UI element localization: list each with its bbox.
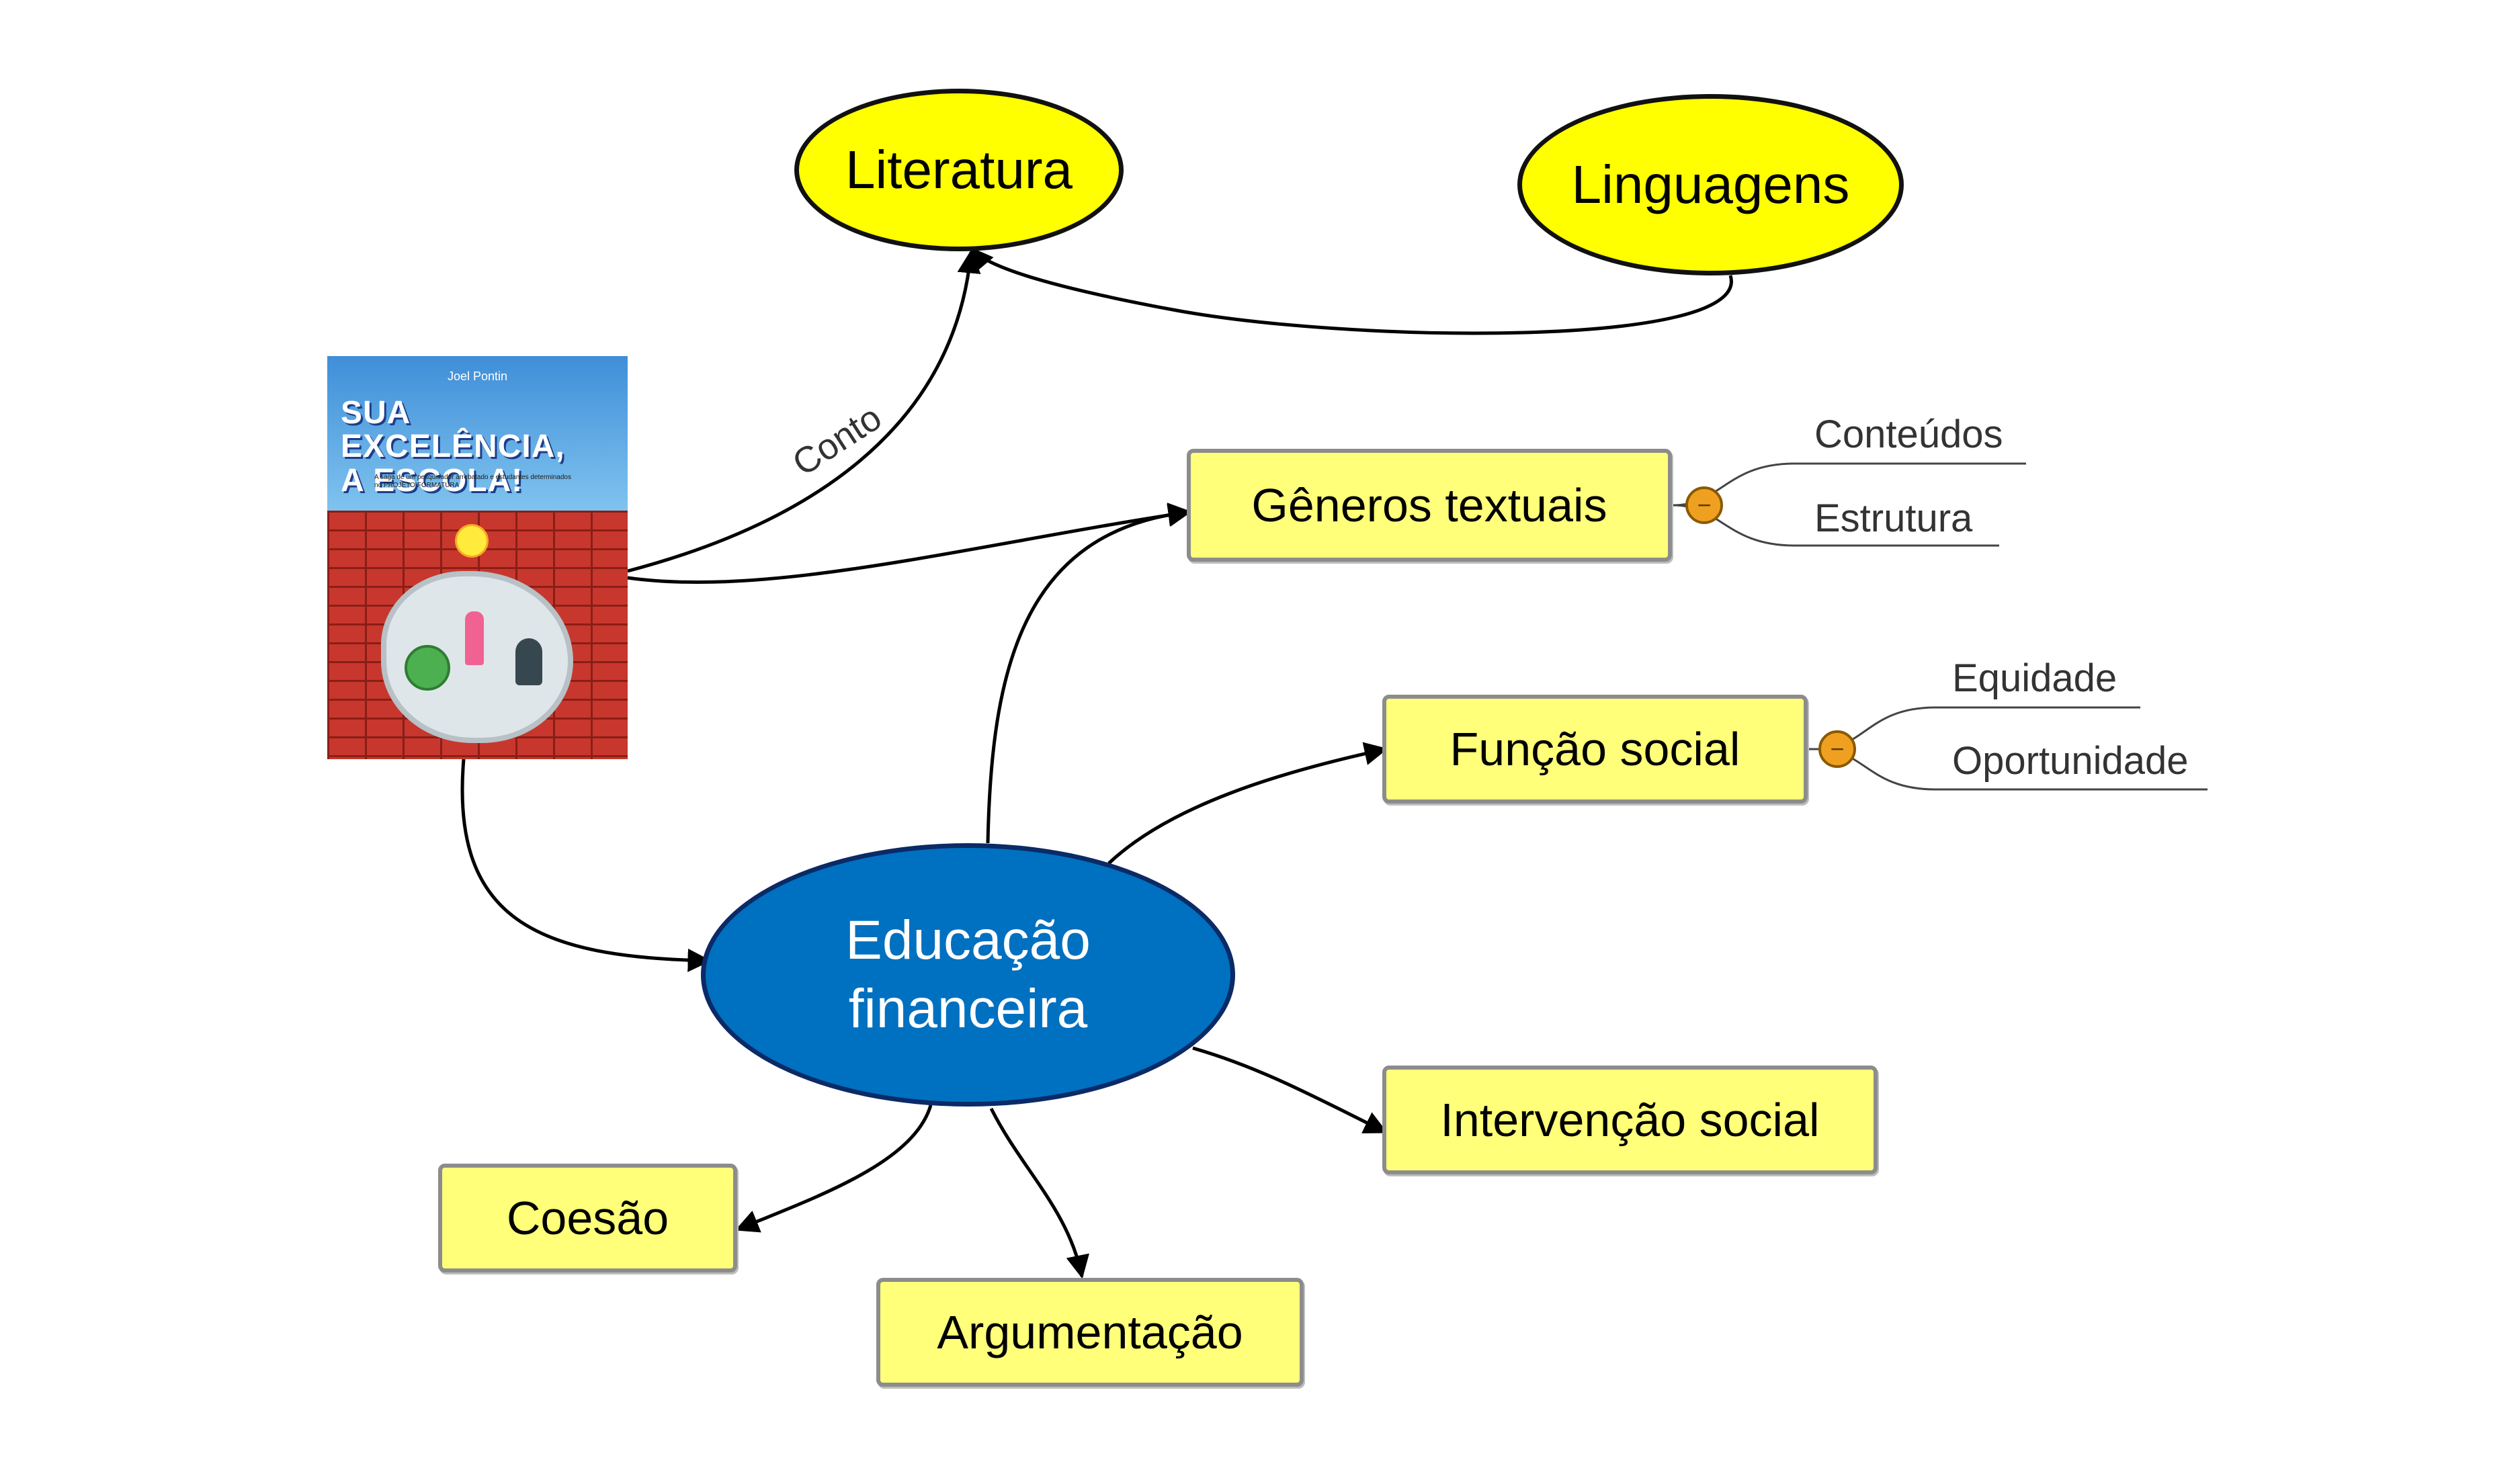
edge-book-literatura — [627, 249, 981, 573]
book-title-line2: A ESCOLA! — [341, 462, 523, 499]
collapse-generos-button[interactable]: − — [1685, 486, 1723, 524]
node-coesao[interactable]: Coesão — [438, 1164, 737, 1272]
node-intervencao-label: Intervenção social — [1440, 1094, 1820, 1146]
edge-linguagens-literatura — [969, 247, 1733, 335]
edge-educacao-argumentacao — [989, 1107, 1089, 1279]
node-literatura-label: Literatura — [845, 140, 1073, 200]
edge-book-educacao — [460, 759, 712, 972]
node-linguagens[interactable]: Linguagens — [1517, 94, 1904, 275]
smiley-icon — [455, 524, 489, 558]
node-argumentacao[interactable]: Argumentação — [876, 1278, 1304, 1387]
edge-label-conto: Conto — [786, 397, 889, 484]
edge-educacao-generos — [986, 503, 1192, 844]
edge-educacao-coesao — [734, 1105, 933, 1233]
subtopic-conteudos[interactable]: Conteúdos — [1814, 413, 2003, 456]
subtopic-estrutura[interactable]: Estrutura — [1814, 496, 1973, 540]
subtopic-oportunidade[interactable]: Oportunidade — [1952, 739, 2189, 783]
edge-educacao-funcao — [1107, 742, 1388, 865]
collapse-generos-icon: − — [1697, 491, 1712, 519]
node-generos-textuais[interactable]: Gêneros textuais — [1187, 449, 1672, 562]
node-linguagens-label: Linguagens — [1571, 155, 1850, 214]
node-intervencao-social[interactable]: Intervenção social — [1382, 1066, 1878, 1174]
node-funcao-social[interactable]: Função social — [1382, 695, 1808, 804]
book-author: Joel Pontin — [447, 370, 508, 383]
node-literatura[interactable]: Literatura — [794, 89, 1124, 251]
student-figure-icon — [465, 611, 484, 665]
book-title-line1: SUA EXCELÊNCIA, — [341, 395, 565, 465]
node-coesao-label: Coesão — [506, 1192, 669, 1244]
node-argumentacao-label: Argumentação — [937, 1306, 1243, 1358]
node-educacao-line2: financeira — [848, 978, 1088, 1039]
node-educacao-line1: Educação — [845, 909, 1091, 971]
node-educacao-financeira[interactable]: Educação financeira — [701, 843, 1235, 1107]
book-sky — [327, 356, 628, 511]
subtopic-equidade[interactable]: Equidade — [1952, 656, 2117, 700]
book-cover-image: Joel Pontin SUA EXCELÊNCIA, A ESCOLA! A … — [327, 356, 628, 759]
collapse-funcao-icon: − — [1830, 735, 1845, 763]
edge-book-generos — [627, 503, 1192, 584]
book-title: SUA EXCELÊNCIA, A ESCOLA! — [341, 396, 610, 498]
book-subtitle: A saga de um pesquisador arrebatado e es… — [374, 474, 571, 489]
student-figure-icon — [515, 638, 542, 685]
node-funcao-label: Função social — [1450, 723, 1740, 775]
collapse-funcao-button[interactable]: − — [1818, 730, 1856, 768]
node-generos-label: Gêneros textuais — [1251, 479, 1607, 531]
edge-educacao-intervencao — [1192, 1046, 1388, 1134]
globe-icon — [405, 645, 450, 691]
